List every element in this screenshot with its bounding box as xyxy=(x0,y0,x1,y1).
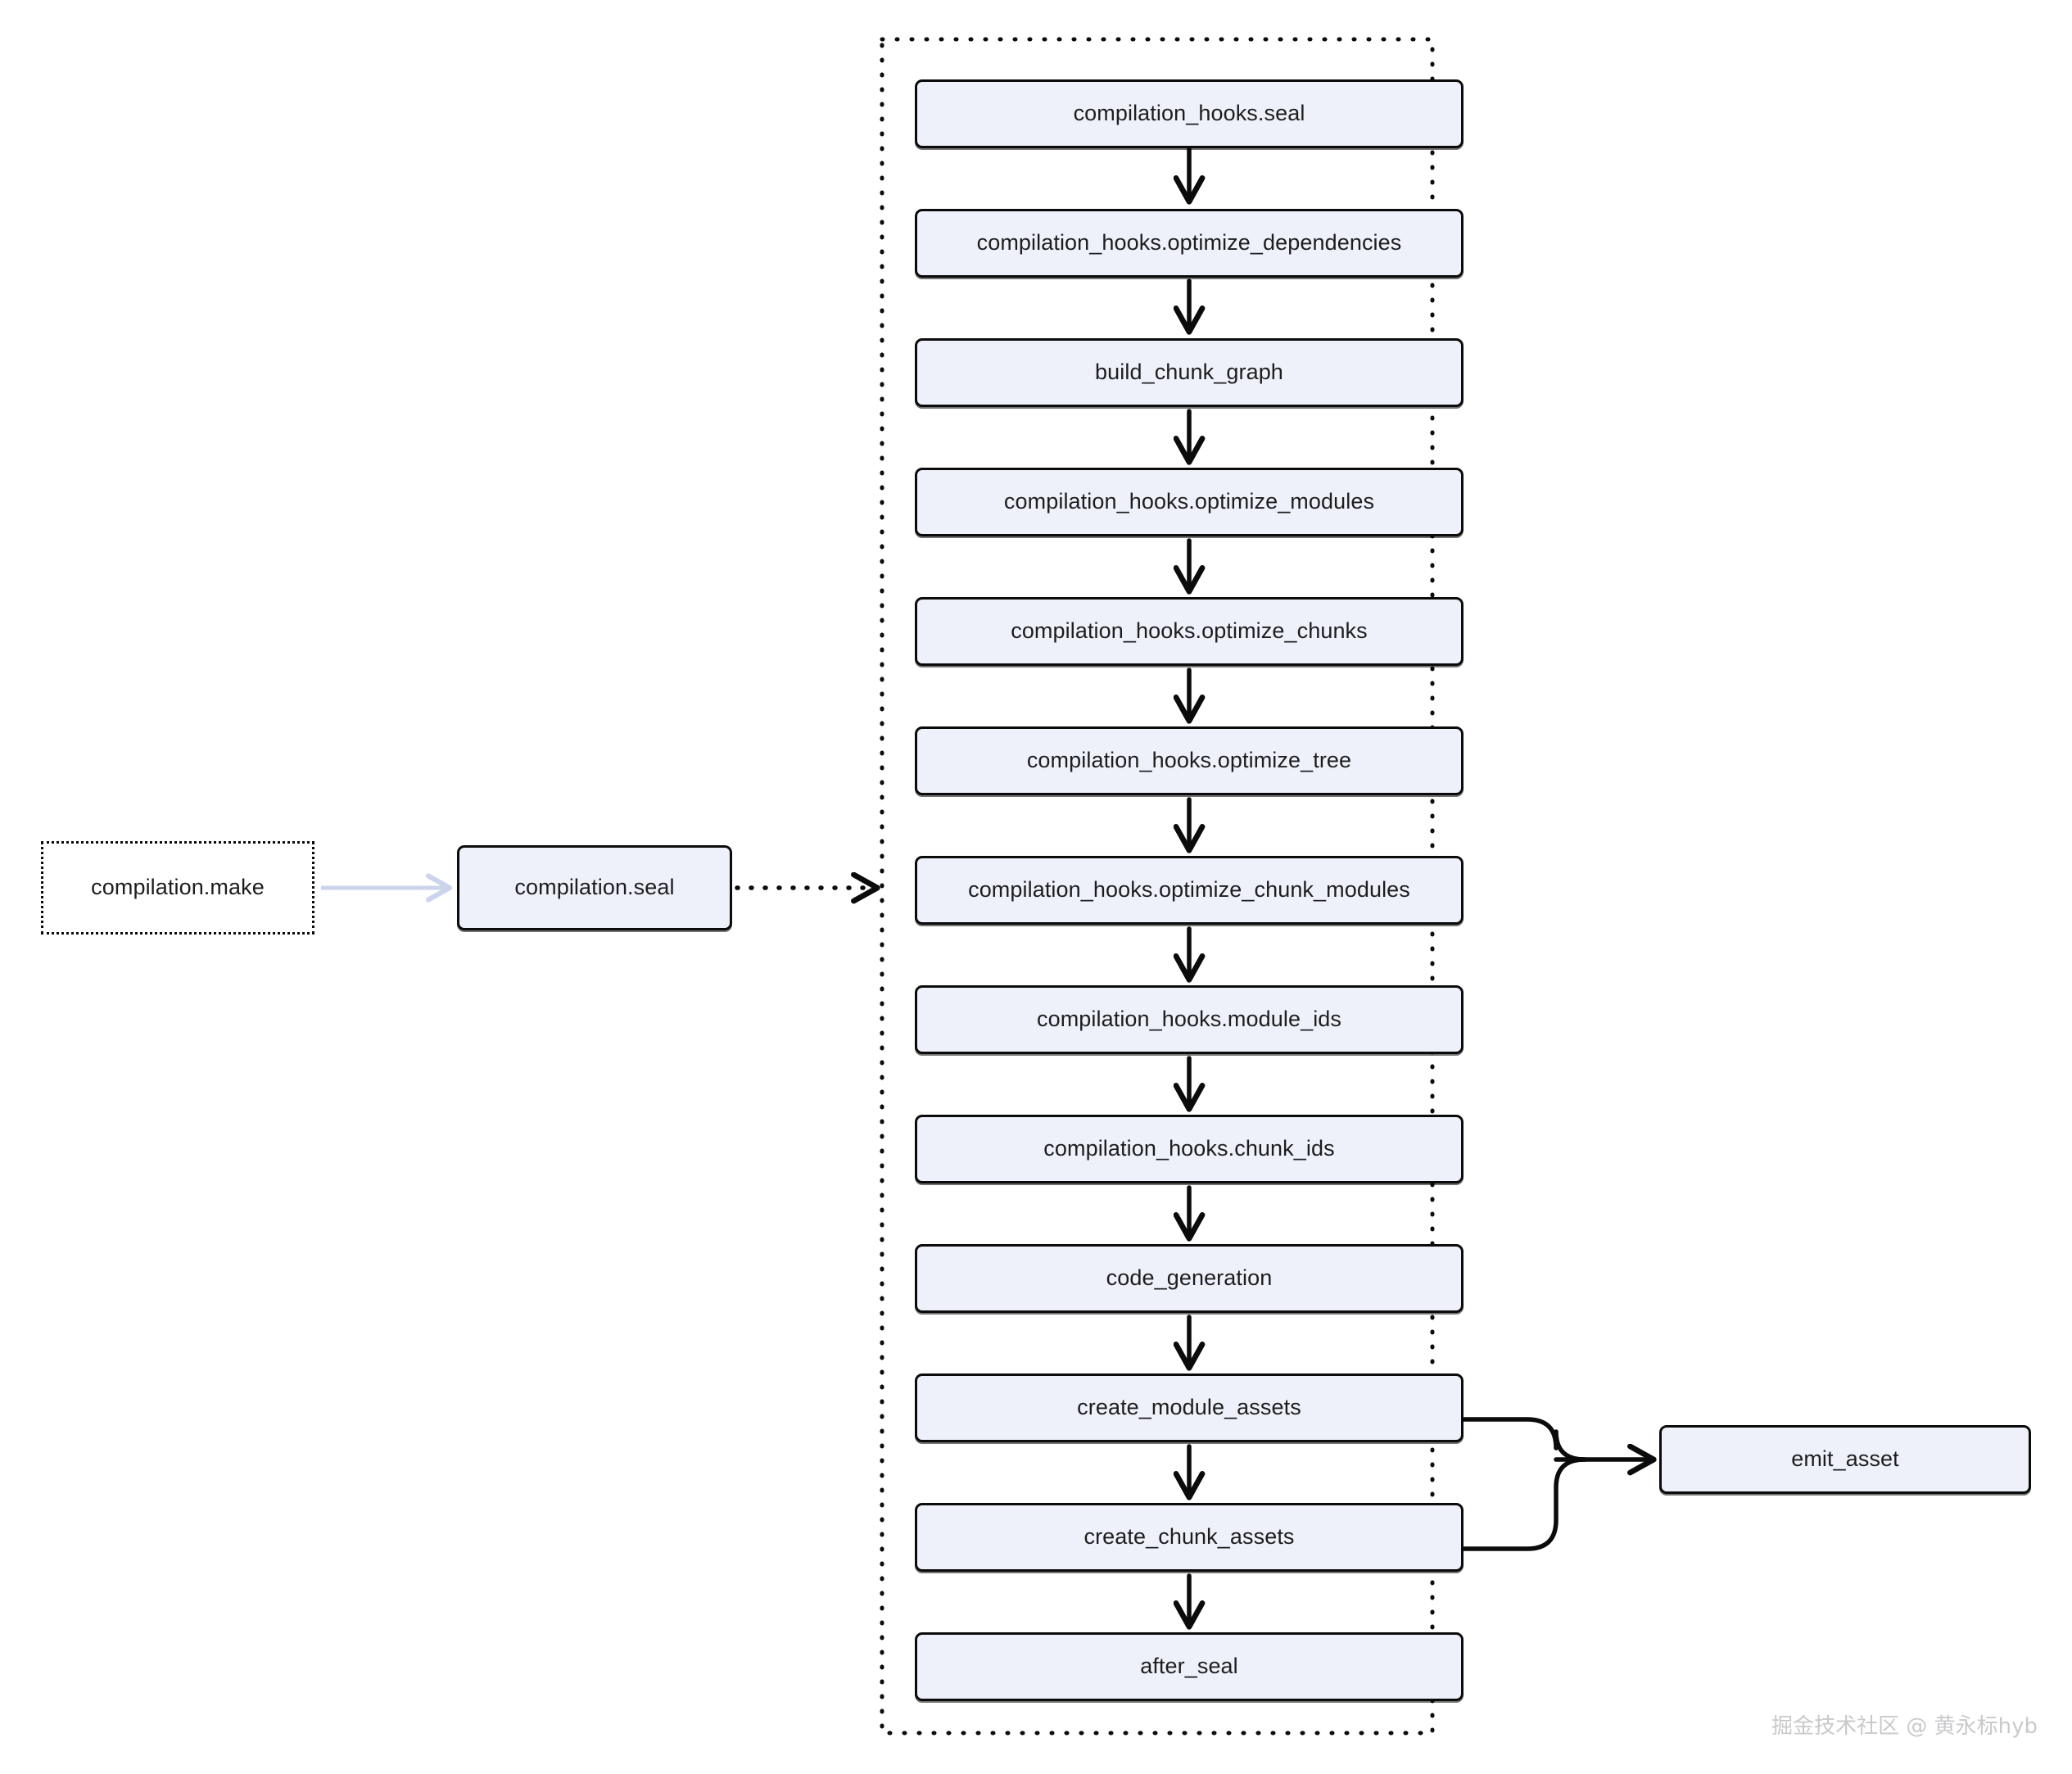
node-compilation-hooks-chunk-ids-label: compilation_hooks.chunk_ids xyxy=(1043,1136,1335,1161)
node-build-chunk-graph[interactable]: build_chunk_graph xyxy=(915,338,1464,407)
node-compilation-seal[interactable]: compilation.seal xyxy=(457,845,732,930)
edge-chunk-assets-to-emit-asset xyxy=(1457,1457,1587,1551)
node-compilation-hooks-optimize-tree[interactable]: compilation_hooks.optimize_tree xyxy=(915,726,1464,795)
edge-module-assets-to-emit-asset xyxy=(1457,1417,1587,1462)
node-compilation-hooks-module-ids-label: compilation_hooks.module_ids xyxy=(1036,1007,1342,1032)
node-create-chunk-assets-label: create_chunk_assets xyxy=(1084,1524,1295,1550)
node-emit-asset-label: emit_asset xyxy=(1791,1446,1899,1472)
watermark: 掘金技术社区 @ 黄永标hyb xyxy=(1771,1714,2038,1739)
node-build-chunk-graph-label: build_chunk_graph xyxy=(1095,360,1283,385)
node-compilation-hooks-seal[interactable]: compilation_hooks.seal xyxy=(915,79,1464,148)
node-compilation-hooks-optimize-dependencies[interactable]: compilation_hooks.optimize_dependencies xyxy=(915,209,1464,278)
node-compilation-hooks-optimize-chunk-modules-label: compilation_hooks.optimize_chunk_modules xyxy=(968,877,1410,903)
node-compilation-hooks-optimize-chunks-label: compilation_hooks.optimize_chunks xyxy=(1011,618,1368,644)
node-compilation-make[interactable]: compilation.make xyxy=(41,841,314,935)
node-compilation-hooks-chunk-ids[interactable]: compilation_hooks.chunk_ids xyxy=(915,1115,1464,1183)
node-compilation-hooks-optimize-chunks[interactable]: compilation_hooks.optimize_chunks xyxy=(915,597,1464,666)
node-compilation-seal-label: compilation.seal xyxy=(514,875,675,900)
node-code-generation[interactable]: code_generation xyxy=(915,1244,1464,1313)
node-compilation-hooks-optimize-chunk-modules[interactable]: compilation_hooks.optimize_chunk_modules xyxy=(915,856,1464,925)
node-compilation-hooks-optimize-modules[interactable]: compilation_hooks.optimize_modules xyxy=(915,468,1464,536)
node-emit-asset[interactable]: emit_asset xyxy=(1659,1425,2031,1494)
node-compilation-hooks-optimize-dependencies-label: compilation_hooks.optimize_dependencies xyxy=(976,230,1402,256)
node-compilation-hooks-seal-label: compilation_hooks.seal xyxy=(1073,101,1305,126)
node-after-seal[interactable]: after_seal xyxy=(915,1632,1464,1701)
node-compilation-make-label: compilation.make xyxy=(91,875,265,900)
node-compilation-hooks-module-ids[interactable]: compilation_hooks.module_ids xyxy=(915,985,1464,1054)
node-compilation-hooks-optimize-tree-label: compilation_hooks.optimize_tree xyxy=(1026,748,1352,773)
node-compilation-hooks-optimize-modules-label: compilation_hooks.optimize_modules xyxy=(1003,489,1375,514)
node-create-module-assets-label: create_module_assets xyxy=(1077,1395,1301,1420)
node-create-chunk-assets[interactable]: create_chunk_assets xyxy=(915,1503,1464,1572)
node-after-seal-label: after_seal xyxy=(1140,1654,1238,1679)
node-code-generation-label: code_generation xyxy=(1106,1265,1273,1291)
node-create-module-assets[interactable]: create_module_assets xyxy=(915,1373,1464,1442)
